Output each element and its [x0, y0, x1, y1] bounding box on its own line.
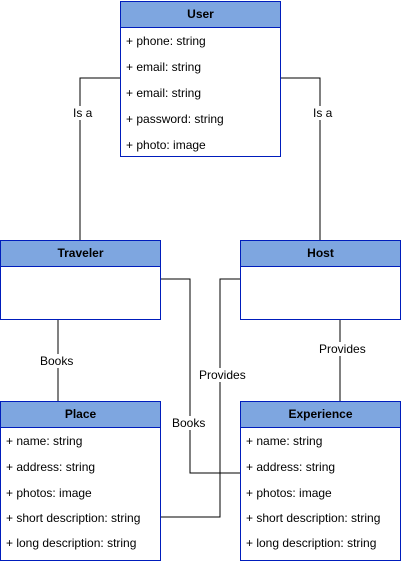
- host-provides-experience-label: Provides: [317, 342, 368, 356]
- experience-attribute: + long description: string: [246, 535, 377, 550]
- traveler-books-experience-label: Books: [170, 416, 208, 430]
- place-attribute: + address: string: [6, 460, 96, 474]
- user-attribute: + photo: image: [126, 138, 206, 152]
- experience-attribute: + short description: string: [246, 511, 381, 525]
- user-attribute: + password: string: [126, 112, 224, 126]
- place-class-title: Place: [1, 402, 160, 428]
- experience-attribute: + photos: image: [246, 486, 332, 500]
- traveler-class-title: Traveler: [1, 241, 160, 267]
- experience-class[interactable]: Experience + name: string + address: str…: [240, 401, 401, 561]
- user-class[interactable]: User + phone: string + email: string + e…: [120, 1, 281, 157]
- experience-attribute: + address: string: [246, 460, 336, 474]
- traveler-experience-connector: [160, 278, 241, 474]
- experience-attribute: + name: string: [246, 434, 323, 448]
- place-class[interactable]: Place + name: string + address: string +…: [0, 401, 161, 561]
- traveler-class[interactable]: Traveler: [0, 240, 161, 320]
- traveler-is-a-label: Is a: [71, 106, 95, 120]
- host-place-connector: [160, 278, 241, 518]
- traveler-books-place-label: Books: [38, 354, 76, 368]
- place-attribute: + name: string: [6, 434, 83, 448]
- user-attribute: + phone: string: [126, 34, 206, 48]
- host-class[interactable]: Host: [240, 240, 401, 320]
- user-attribute: + email: string: [126, 86, 202, 100]
- place-attribute: + long description: string: [6, 535, 137, 550]
- experience-class-title: Experience: [241, 402, 400, 428]
- user-attribute: + email: string: [126, 60, 202, 74]
- host-is-a-label: Is a: [311, 106, 335, 120]
- traveler-user-connector: [79, 77, 121, 240]
- place-attribute: + short description: string: [6, 511, 141, 525]
- user-class-title: User: [121, 2, 280, 28]
- host-class-title: Host: [241, 241, 400, 267]
- place-attribute: + photos: image: [6, 486, 92, 500]
- host-provides-place-label: Provides: [197, 368, 248, 382]
- host-user-connector: [280, 77, 321, 240]
